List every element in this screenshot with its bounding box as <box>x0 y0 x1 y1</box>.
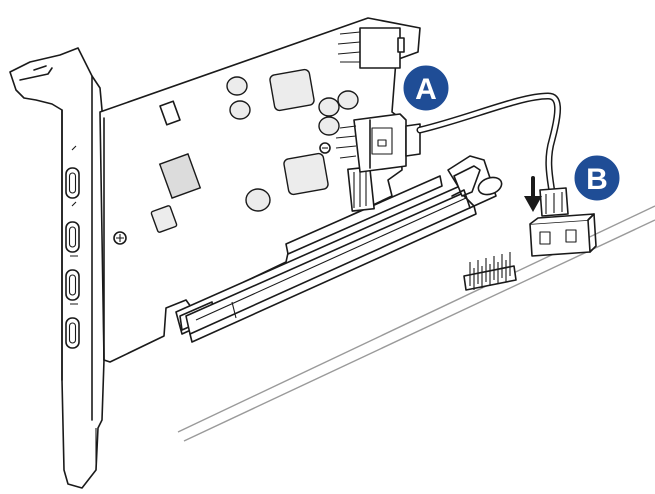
cable-plug-b <box>539 187 569 217</box>
pcie-slot <box>185 155 503 343</box>
motherboard-header-b <box>529 213 597 257</box>
callout-a: A <box>400 62 452 114</box>
cable-plug-a <box>335 113 421 173</box>
usb-c-port-4 <box>65 317 80 349</box>
mounting-bracket <box>9 47 105 489</box>
bracket-ports <box>65 145 80 349</box>
callout-b-badge <box>571 152 623 204</box>
usb-c-port-1 <box>65 167 80 199</box>
card-pin-header <box>347 166 375 212</box>
usb-c-port-2 <box>65 221 80 253</box>
arrow-down-icon <box>524 176 542 212</box>
usb-c-port-3 <box>65 269 80 301</box>
callout-b: B <box>571 152 623 204</box>
connection-cable <box>416 92 561 196</box>
capacitors <box>226 76 359 212</box>
card-components <box>113 27 405 245</box>
screw-icon <box>113 231 127 245</box>
motherboard-pin-header <box>463 252 517 291</box>
callout-a-label: A <box>415 73 437 106</box>
callout-b-label: B <box>586 163 608 196</box>
callout-a-badge <box>400 62 452 114</box>
card-header-connector <box>337 27 405 69</box>
